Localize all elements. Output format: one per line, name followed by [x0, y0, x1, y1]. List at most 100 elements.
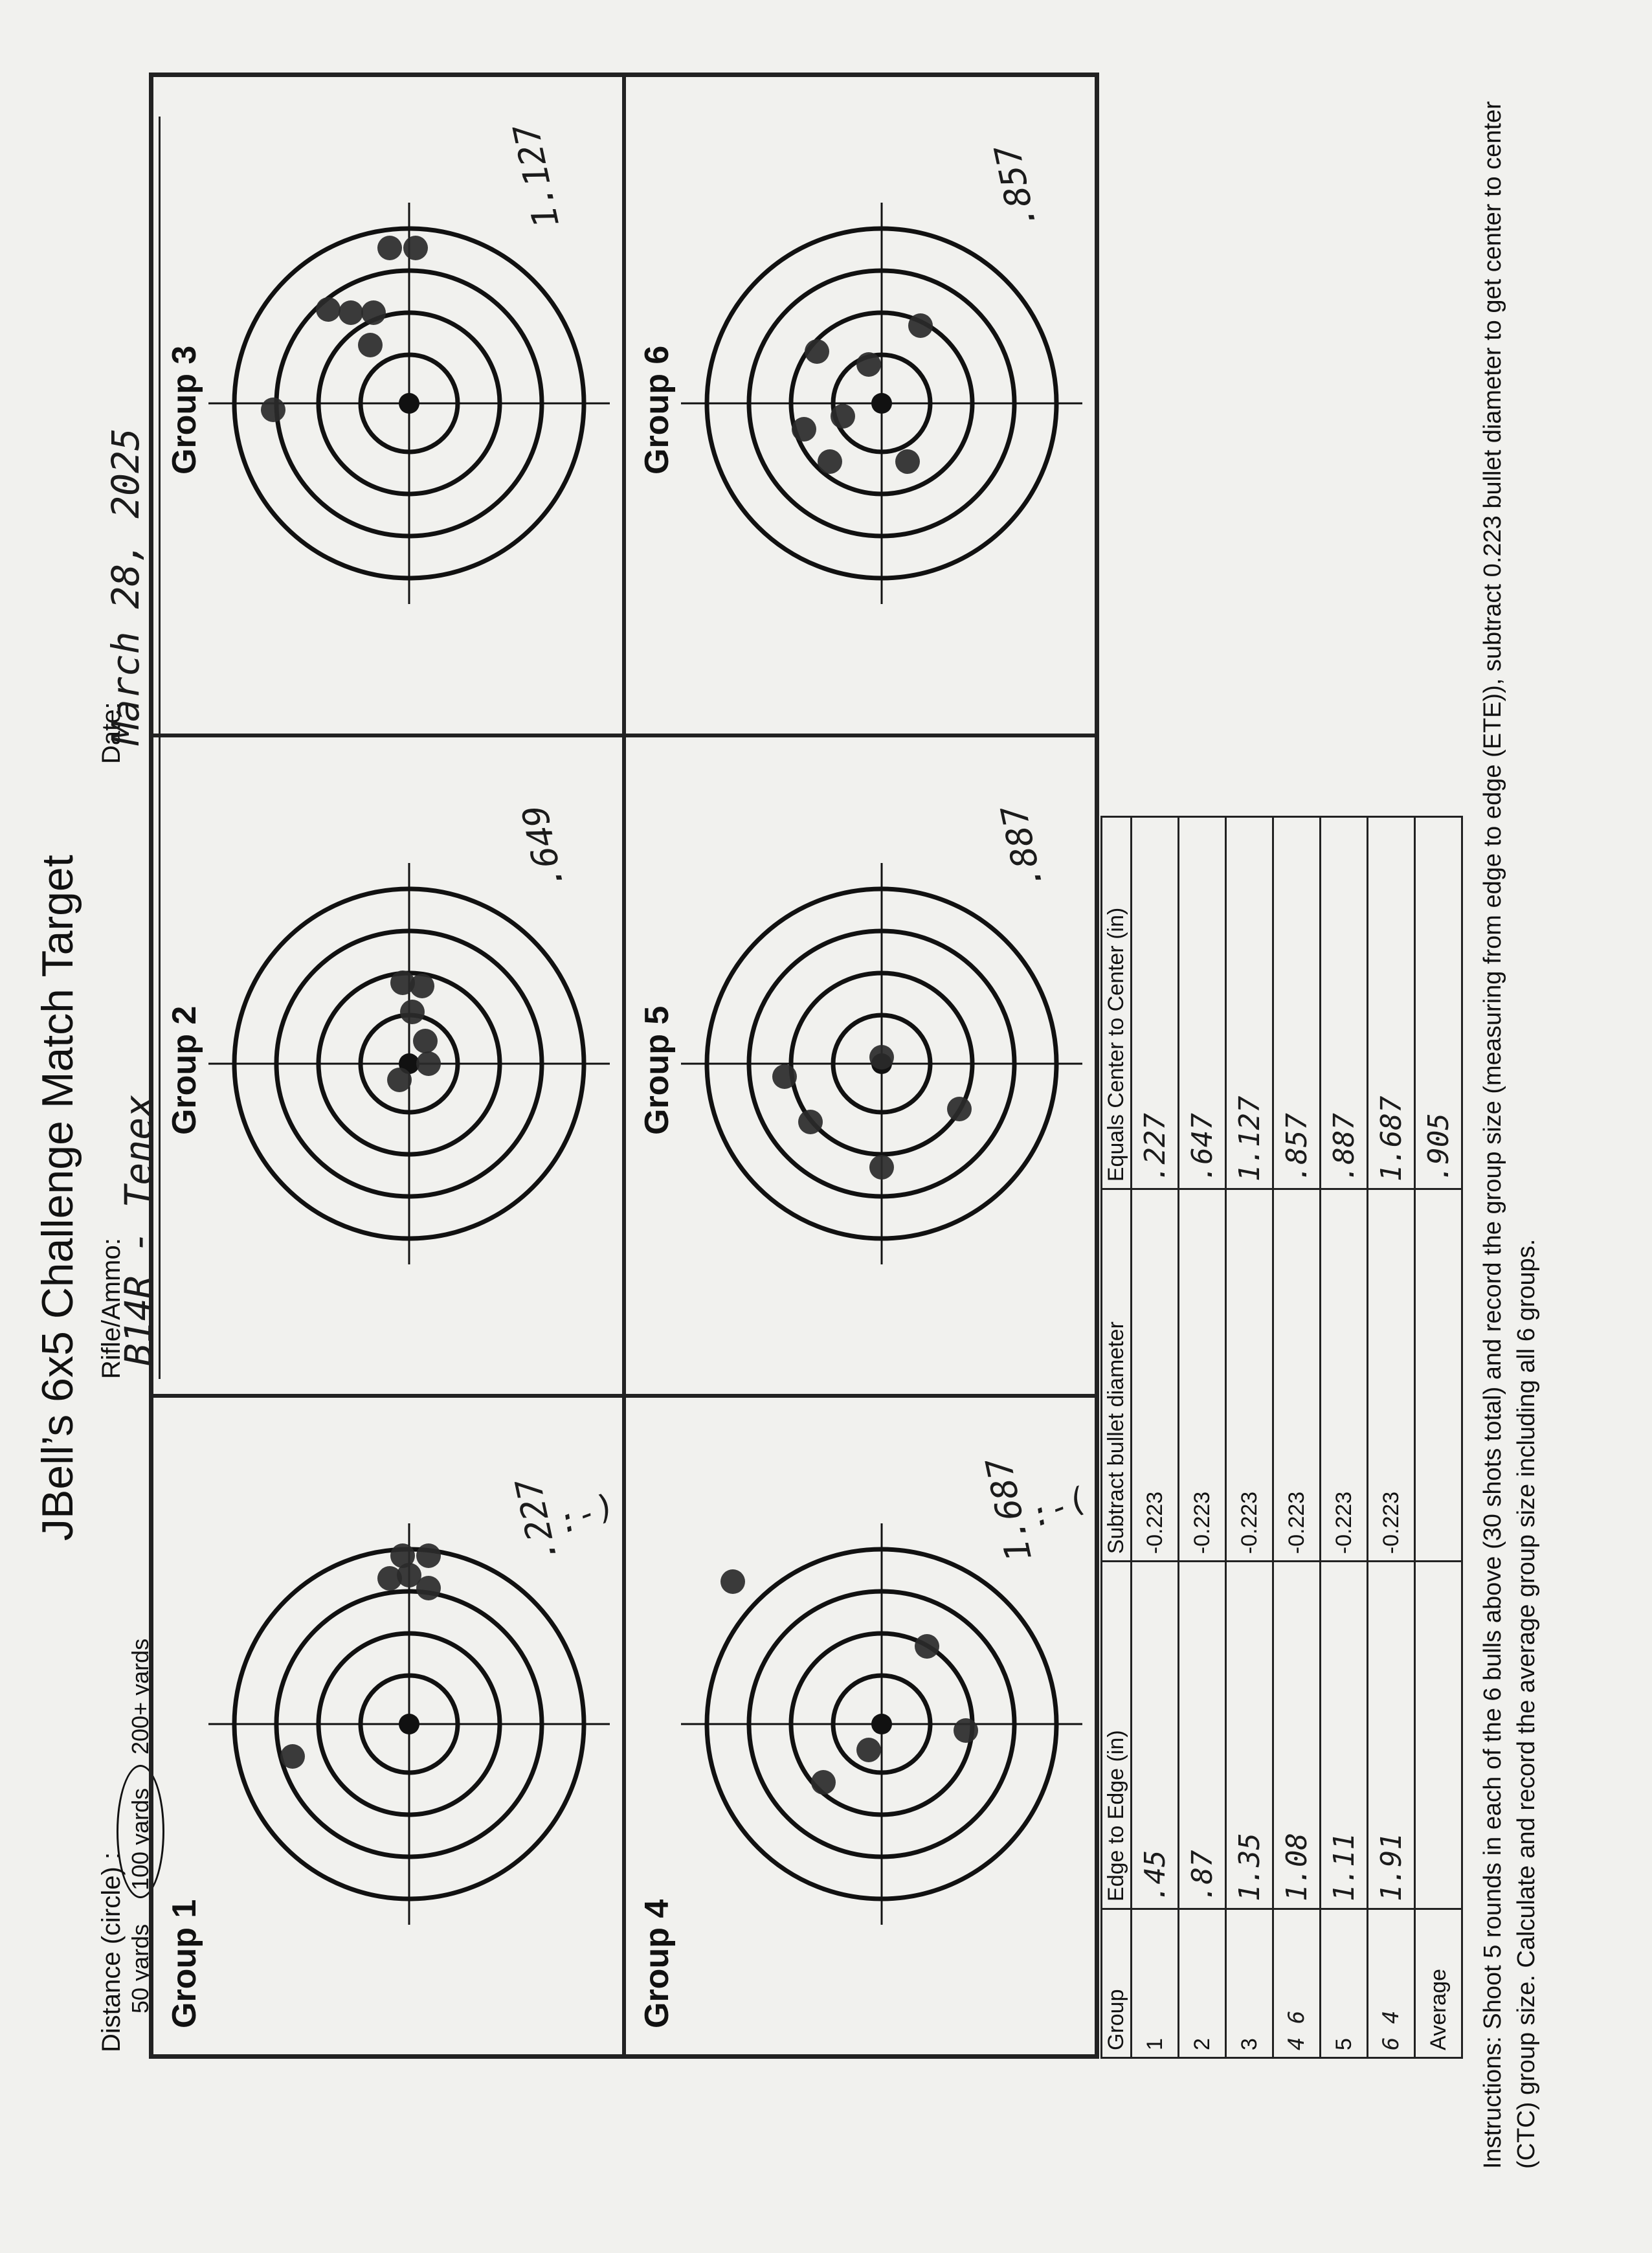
- target-ring-2: [746, 268, 1017, 539]
- row-subtract: -0.223: [1273, 1189, 1321, 1562]
- bullet-hole: [397, 1563, 421, 1587]
- row-ete: 1.08: [1273, 1561, 1321, 1909]
- target-ring-1: [704, 886, 1059, 1241]
- bullet-hole: [856, 1738, 881, 1762]
- bullet-hole: [772, 1064, 797, 1089]
- bullet-hole: [818, 449, 842, 474]
- bullet-hole: [869, 1155, 894, 1180]
- instructions: Instructions: Shoot 5 rounds in each of …: [1479, 101, 1540, 2169]
- page-title: JBell’s 6x5 Challenge Match Target: [33, 855, 82, 1541]
- row-group: 2: [1178, 1909, 1226, 2058]
- target-center-dot: [871, 1714, 892, 1734]
- target-ring-2: [746, 1589, 1017, 1859]
- row-group: 4 6: [1273, 1909, 1321, 2058]
- date-value: March 28, 2025: [104, 428, 148, 745]
- col-ctc-header: Equals Center to Center (in): [1101, 816, 1132, 1189]
- bullet-hole: [339, 300, 363, 325]
- group-6-target: [681, 203, 1082, 604]
- row-ctc: 1.687: [1367, 816, 1415, 1189]
- bullet-hole: [869, 1045, 894, 1070]
- table-row: 6 4 1.91 -0.223 1.687: [1367, 816, 1415, 2058]
- row-ete: .45: [1131, 1561, 1179, 1909]
- row-group: 1: [1131, 1909, 1179, 2058]
- bullet-hole: [798, 1110, 823, 1134]
- bullet-hole: [720, 1569, 745, 1594]
- group-2-cell: Group 2 .649: [151, 735, 624, 1396]
- bullet-hole: [280, 1744, 305, 1769]
- target-ring-3: [788, 970, 975, 1157]
- bullet-hole: [908, 313, 933, 338]
- target-ring-1: [704, 1547, 1059, 1901]
- group-4-target: [681, 1523, 1082, 1925]
- group-1-target: [208, 1523, 610, 1925]
- row-group: 3: [1225, 1909, 1273, 2058]
- col-subtract-header: Subtract bullet diameter: [1101, 1189, 1132, 1562]
- bullet-hole: [811, 1770, 836, 1795]
- group-3-cell: Group 3 1.127: [151, 75, 624, 735]
- bullet-hole: [416, 1051, 441, 1076]
- row-ctc: .227: [1131, 816, 1179, 1189]
- group-5-target: [681, 863, 1082, 1264]
- bullet-hole: [954, 1718, 978, 1743]
- target-ring-4: [831, 1013, 933, 1115]
- bullet-hole: [831, 404, 855, 429]
- row-subtract: [1414, 1189, 1462, 1562]
- group-1-cell: Group 1 .227 :-): [151, 1396, 624, 2056]
- group-6-cell: Group 6 .857: [624, 75, 1097, 735]
- row-ctc: .647: [1178, 816, 1226, 1189]
- col-group-header: Group: [1101, 1909, 1132, 2058]
- table-row: 5 1.11 -0.223 .887: [1320, 816, 1368, 2058]
- group-2-target: [208, 863, 610, 1264]
- bullet-hole: [410, 974, 434, 998]
- row-subtract: -0.223: [1367, 1189, 1415, 1562]
- row-group: 5: [1320, 1909, 1368, 2058]
- target-center-dot: [399, 1714, 419, 1734]
- bullet-hole: [416, 1576, 441, 1600]
- row-ete: .87: [1178, 1561, 1226, 1909]
- row-ctc: .887: [1320, 816, 1368, 1189]
- bullet-hole: [390, 970, 415, 995]
- target-ring-2: [746, 928, 1017, 1199]
- row-ete: [1414, 1561, 1462, 1909]
- target-ring-3: [316, 310, 502, 497]
- group-5-cell: Group 5 .887: [624, 735, 1097, 1396]
- bullet-hole: [895, 449, 920, 474]
- bullet-hole: [377, 236, 402, 260]
- target-ring-4: [358, 352, 460, 454]
- bullet-hole: [261, 398, 285, 422]
- row-ete: 1.11: [1320, 1561, 1368, 1909]
- bullet-hole: [947, 1097, 972, 1121]
- row-ctc: .905: [1414, 816, 1462, 1189]
- target-ring-1: [704, 226, 1059, 581]
- row-subtract: -0.223: [1131, 1189, 1179, 1562]
- row-subtract: -0.223: [1320, 1189, 1368, 1562]
- target-ring-4: [358, 1673, 460, 1775]
- group-4-cell: Group 4 1.687 :-(: [624, 1396, 1097, 2056]
- row-ete: 1.91: [1367, 1561, 1415, 1909]
- results-table: Group Edge to Edge (in) Subtract bullet …: [1100, 816, 1463, 2059]
- bullet-hole: [792, 417, 816, 442]
- bullet-hole: [416, 1543, 441, 1568]
- bullet-hole: [358, 333, 383, 357]
- distance-label: Distance (circle) :: [97, 1852, 126, 2052]
- target-ring-2: [274, 1589, 544, 1859]
- target-ring-3: [788, 310, 975, 497]
- bullet-hole: [805, 339, 829, 364]
- col-ete-header: Edge to Edge (in): [1101, 1561, 1132, 1909]
- row-group: 6 4: [1367, 1909, 1415, 2058]
- bullet-hole: [856, 352, 881, 377]
- row-ctc: 1.127: [1225, 816, 1273, 1189]
- group-3-target: [208, 203, 610, 604]
- row-ctc: .857: [1273, 816, 1321, 1189]
- target-ring-4: [831, 352, 933, 454]
- table-row: 4 6 1.08 -0.223 .857: [1273, 816, 1321, 2058]
- bullet-hole: [377, 1566, 402, 1591]
- table-row-average: Average .905: [1414, 816, 1462, 2058]
- target-ring-1: [232, 226, 586, 581]
- bullet-hole: [400, 1000, 425, 1024]
- bullet-hole: [390, 1543, 415, 1568]
- bullet-hole: [403, 236, 428, 260]
- bullet-hole: [915, 1634, 939, 1659]
- row-group: Average: [1414, 1909, 1462, 2058]
